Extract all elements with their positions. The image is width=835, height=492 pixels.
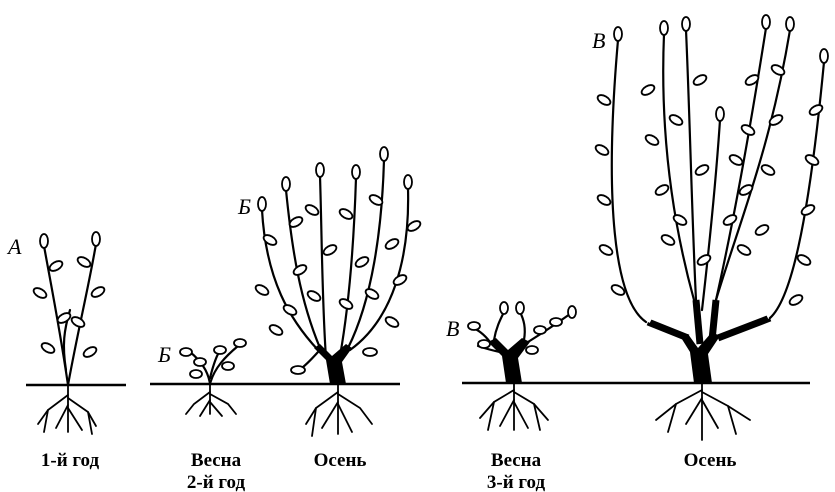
caption-stage-1: 1-й год [41, 450, 100, 471]
stage-letter-4: В [446, 316, 459, 341]
stage-letter-1: А [6, 234, 22, 259]
stage-letter-3: Б [237, 194, 251, 219]
plant-stage-1 [32, 232, 106, 434]
caption-stage-4-line1: Весна [491, 450, 542, 471]
old-stem-4 [488, 338, 530, 383]
old-stem-3 [314, 344, 352, 384]
shoots-3 [262, 160, 408, 372]
caption-stage-2-line1: Весна [191, 450, 242, 471]
shoots-5 [612, 28, 824, 322]
leaves-5 [594, 15, 828, 307]
caption-stage-5: Осень [684, 450, 737, 471]
plant-stage-2 [180, 339, 246, 416]
plant-stage-5 [594, 15, 828, 440]
roots-1 [38, 385, 96, 434]
plant-stage-4 [468, 302, 576, 430]
stage-letter-2: Б [157, 342, 171, 367]
roots-3 [306, 384, 372, 436]
leaves-2 [180, 339, 246, 378]
plant-stage-3 [254, 147, 422, 436]
caption-stage-4-line2: 3-й год [487, 472, 546, 492]
roots-5 [656, 383, 750, 440]
roots-2 [186, 384, 236, 416]
caption-stage-3: Осень [314, 450, 367, 471]
stage-letter-5: В [592, 28, 605, 53]
caption-stage-2-line2: 2-й год [187, 472, 246, 492]
old-branches-5 [648, 300, 770, 344]
leaves-3 [254, 147, 422, 374]
roots-4 [480, 383, 548, 430]
